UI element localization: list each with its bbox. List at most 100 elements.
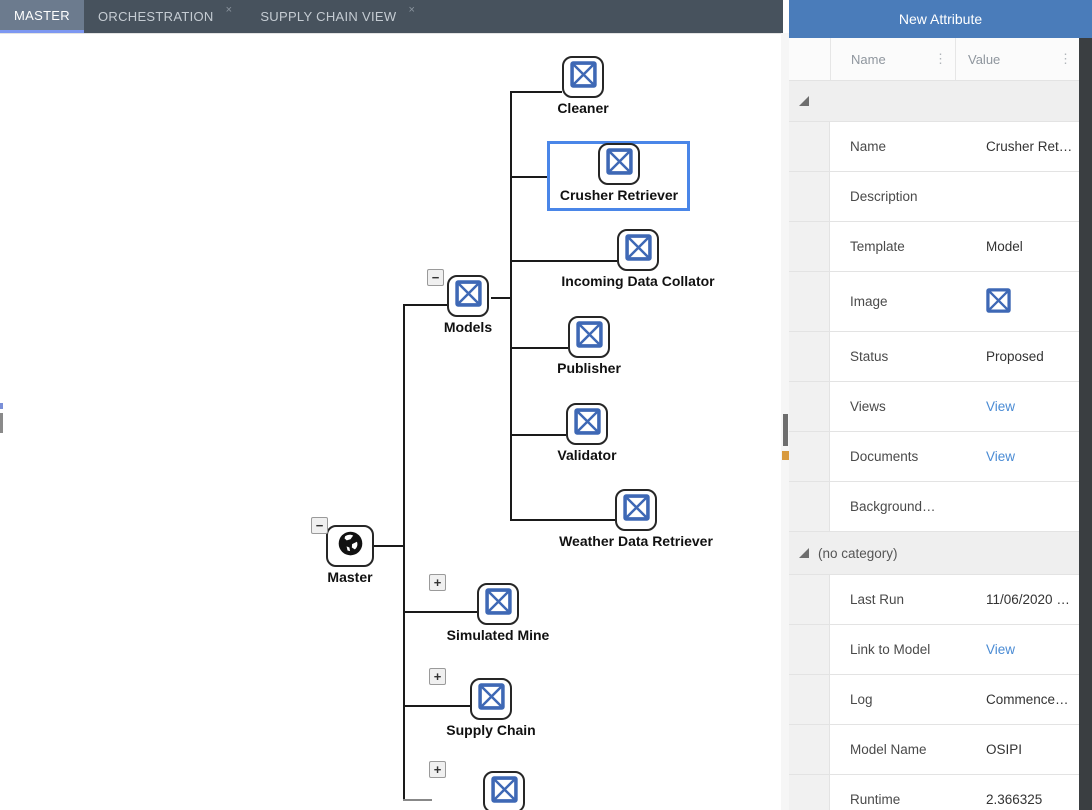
collapse-button[interactable]: − [311, 517, 328, 534]
attribute-row: Last Run 11/06/2020 … [789, 575, 1079, 625]
tree-connector [403, 611, 477, 613]
attribute-value[interactable] [974, 172, 1079, 221]
attribute-row: Name Crusher Ret… [789, 122, 1079, 172]
node-label: Master [327, 569, 372, 585]
tree-connector [510, 91, 512, 520]
tree-node-publisher[interactable]: Publisher [568, 316, 610, 358]
attribute-name: Log [830, 675, 974, 724]
collapse-button[interactable]: − [427, 269, 444, 286]
attribute-row: Background… [789, 482, 1079, 532]
node-label: Validator [557, 447, 616, 463]
attribute-value[interactable]: Proposed [974, 332, 1079, 381]
attribute-row: Template Model [789, 222, 1079, 272]
close-icon[interactable]: × [226, 5, 233, 16]
row-gutter [789, 172, 830, 221]
view-link[interactable]: View [986, 642, 1015, 657]
column-menu-icon[interactable]: ⋮ [1059, 51, 1072, 67]
attribute-value[interactable]: 11/06/2020 … [974, 575, 1079, 624]
attribute-grid-body: Name Crusher Ret… Description Template M… [789, 81, 1079, 810]
globe-icon [337, 530, 364, 562]
node-shape [598, 143, 640, 185]
left-splitter-handle[interactable] [0, 413, 3, 433]
attribute-row: Views View [789, 382, 1079, 432]
model-icon [455, 280, 482, 312]
row-gutter [789, 432, 830, 481]
tree-node-bottom[interactable] [483, 771, 525, 810]
model-icon [574, 408, 601, 440]
model-icon [485, 588, 512, 620]
tree-node-master[interactable]: Master [326, 525, 374, 567]
node-label: Simulated Mine [447, 627, 550, 643]
attribute-name: Image [830, 272, 974, 331]
view-link[interactable]: View [986, 399, 1015, 414]
splitter-handle[interactable] [783, 414, 788, 446]
column-label: Name [851, 52, 886, 67]
row-gutter [789, 625, 830, 674]
attribute-row: Status Proposed [789, 332, 1079, 382]
group-header[interactable] [789, 81, 1079, 122]
scrollbar-track[interactable] [1079, 38, 1092, 810]
tree-node-cleaner[interactable]: Cleaner [562, 56, 604, 98]
attribute-value[interactable]: Crusher Ret… [974, 122, 1079, 171]
tab-label: ORCHESTRATION [98, 9, 214, 24]
tree-node-supply-chain[interactable]: Supply Chain [470, 678, 512, 720]
column-menu-icon[interactable]: ⋮ [934, 51, 947, 67]
tab-master[interactable]: MASTER [0, 0, 84, 33]
expand-button[interactable]: + [429, 668, 446, 685]
close-icon[interactable]: × [408, 5, 415, 16]
tree-node-validator[interactable]: Validator [566, 403, 608, 445]
node-label: Supply Chain [446, 722, 535, 738]
tree-connector [403, 304, 405, 799]
tree-connector [403, 304, 447, 306]
tree-node-crusher-retriever[interactable]: Crusher Retriever [598, 143, 640, 185]
collapse-triangle-icon[interactable] [799, 96, 809, 106]
collapse-triangle-icon[interactable] [799, 548, 809, 558]
attribute-row: Description [789, 172, 1079, 222]
attribute-value[interactable]: Model [974, 222, 1079, 271]
model-icon [570, 61, 597, 93]
attribute-value[interactable]: OSIPI [974, 725, 1079, 774]
expand-button[interactable]: + [429, 574, 446, 591]
column-label: Value [968, 52, 1000, 67]
row-gutter [789, 482, 830, 531]
row-gutter [789, 122, 830, 171]
tree-node-incoming-data-collator[interactable]: Incoming Data Collator [617, 229, 659, 271]
tree-node-simulated-mine[interactable]: Simulated Mine [477, 583, 519, 625]
attribute-value[interactable] [974, 272, 1079, 331]
column-header-name[interactable]: Name ⋮ [831, 38, 956, 80]
attribute-grid-header: Name ⋮ Value ⋮ [789, 38, 1092, 81]
node-shape [470, 678, 512, 720]
attribute-name: Runtime [830, 775, 974, 810]
attribute-row: Runtime 2.366325 [789, 775, 1079, 810]
tree-connector [491, 297, 510, 299]
row-gutter [789, 382, 830, 431]
attribute-name: Description [830, 172, 974, 221]
tree-node-models[interactable]: Models [447, 275, 489, 317]
view-link[interactable]: View [986, 449, 1015, 464]
node-label: Models [444, 319, 492, 335]
tree-connector [510, 519, 615, 521]
attribute-name: Views [830, 382, 974, 431]
diagram-canvas[interactable]: Master − Models − Cleaner [0, 33, 782, 810]
node-shape [566, 403, 608, 445]
attribute-value[interactable] [974, 482, 1079, 531]
attribute-name: Documents [830, 432, 974, 481]
column-header-value[interactable]: Value ⋮ [956, 38, 1092, 80]
tab-orchestration[interactable]: ORCHESTRATION × [84, 0, 246, 33]
row-gutter [789, 332, 830, 381]
expand-button[interactable]: + [429, 761, 446, 778]
attribute-value[interactable]: 2.366325 [974, 775, 1079, 810]
row-gutter [789, 675, 830, 724]
attribute-value[interactable]: Commence… [974, 675, 1079, 724]
tab-label: SUPPLY CHAIN VIEW [260, 9, 396, 24]
node-shape [617, 229, 659, 271]
node-label: Publisher [557, 360, 621, 376]
node-shape [483, 771, 525, 810]
attribute-name: Status [830, 332, 974, 381]
group-header-no-category[interactable]: (no category) [789, 532, 1079, 575]
tab-supply-chain-view[interactable]: SUPPLY CHAIN VIEW × [246, 0, 429, 33]
node-shape [615, 489, 657, 531]
tree-node-weather-data-retriever[interactable]: Weather Data Retriever [615, 489, 657, 531]
left-splitter-tick [0, 403, 3, 409]
